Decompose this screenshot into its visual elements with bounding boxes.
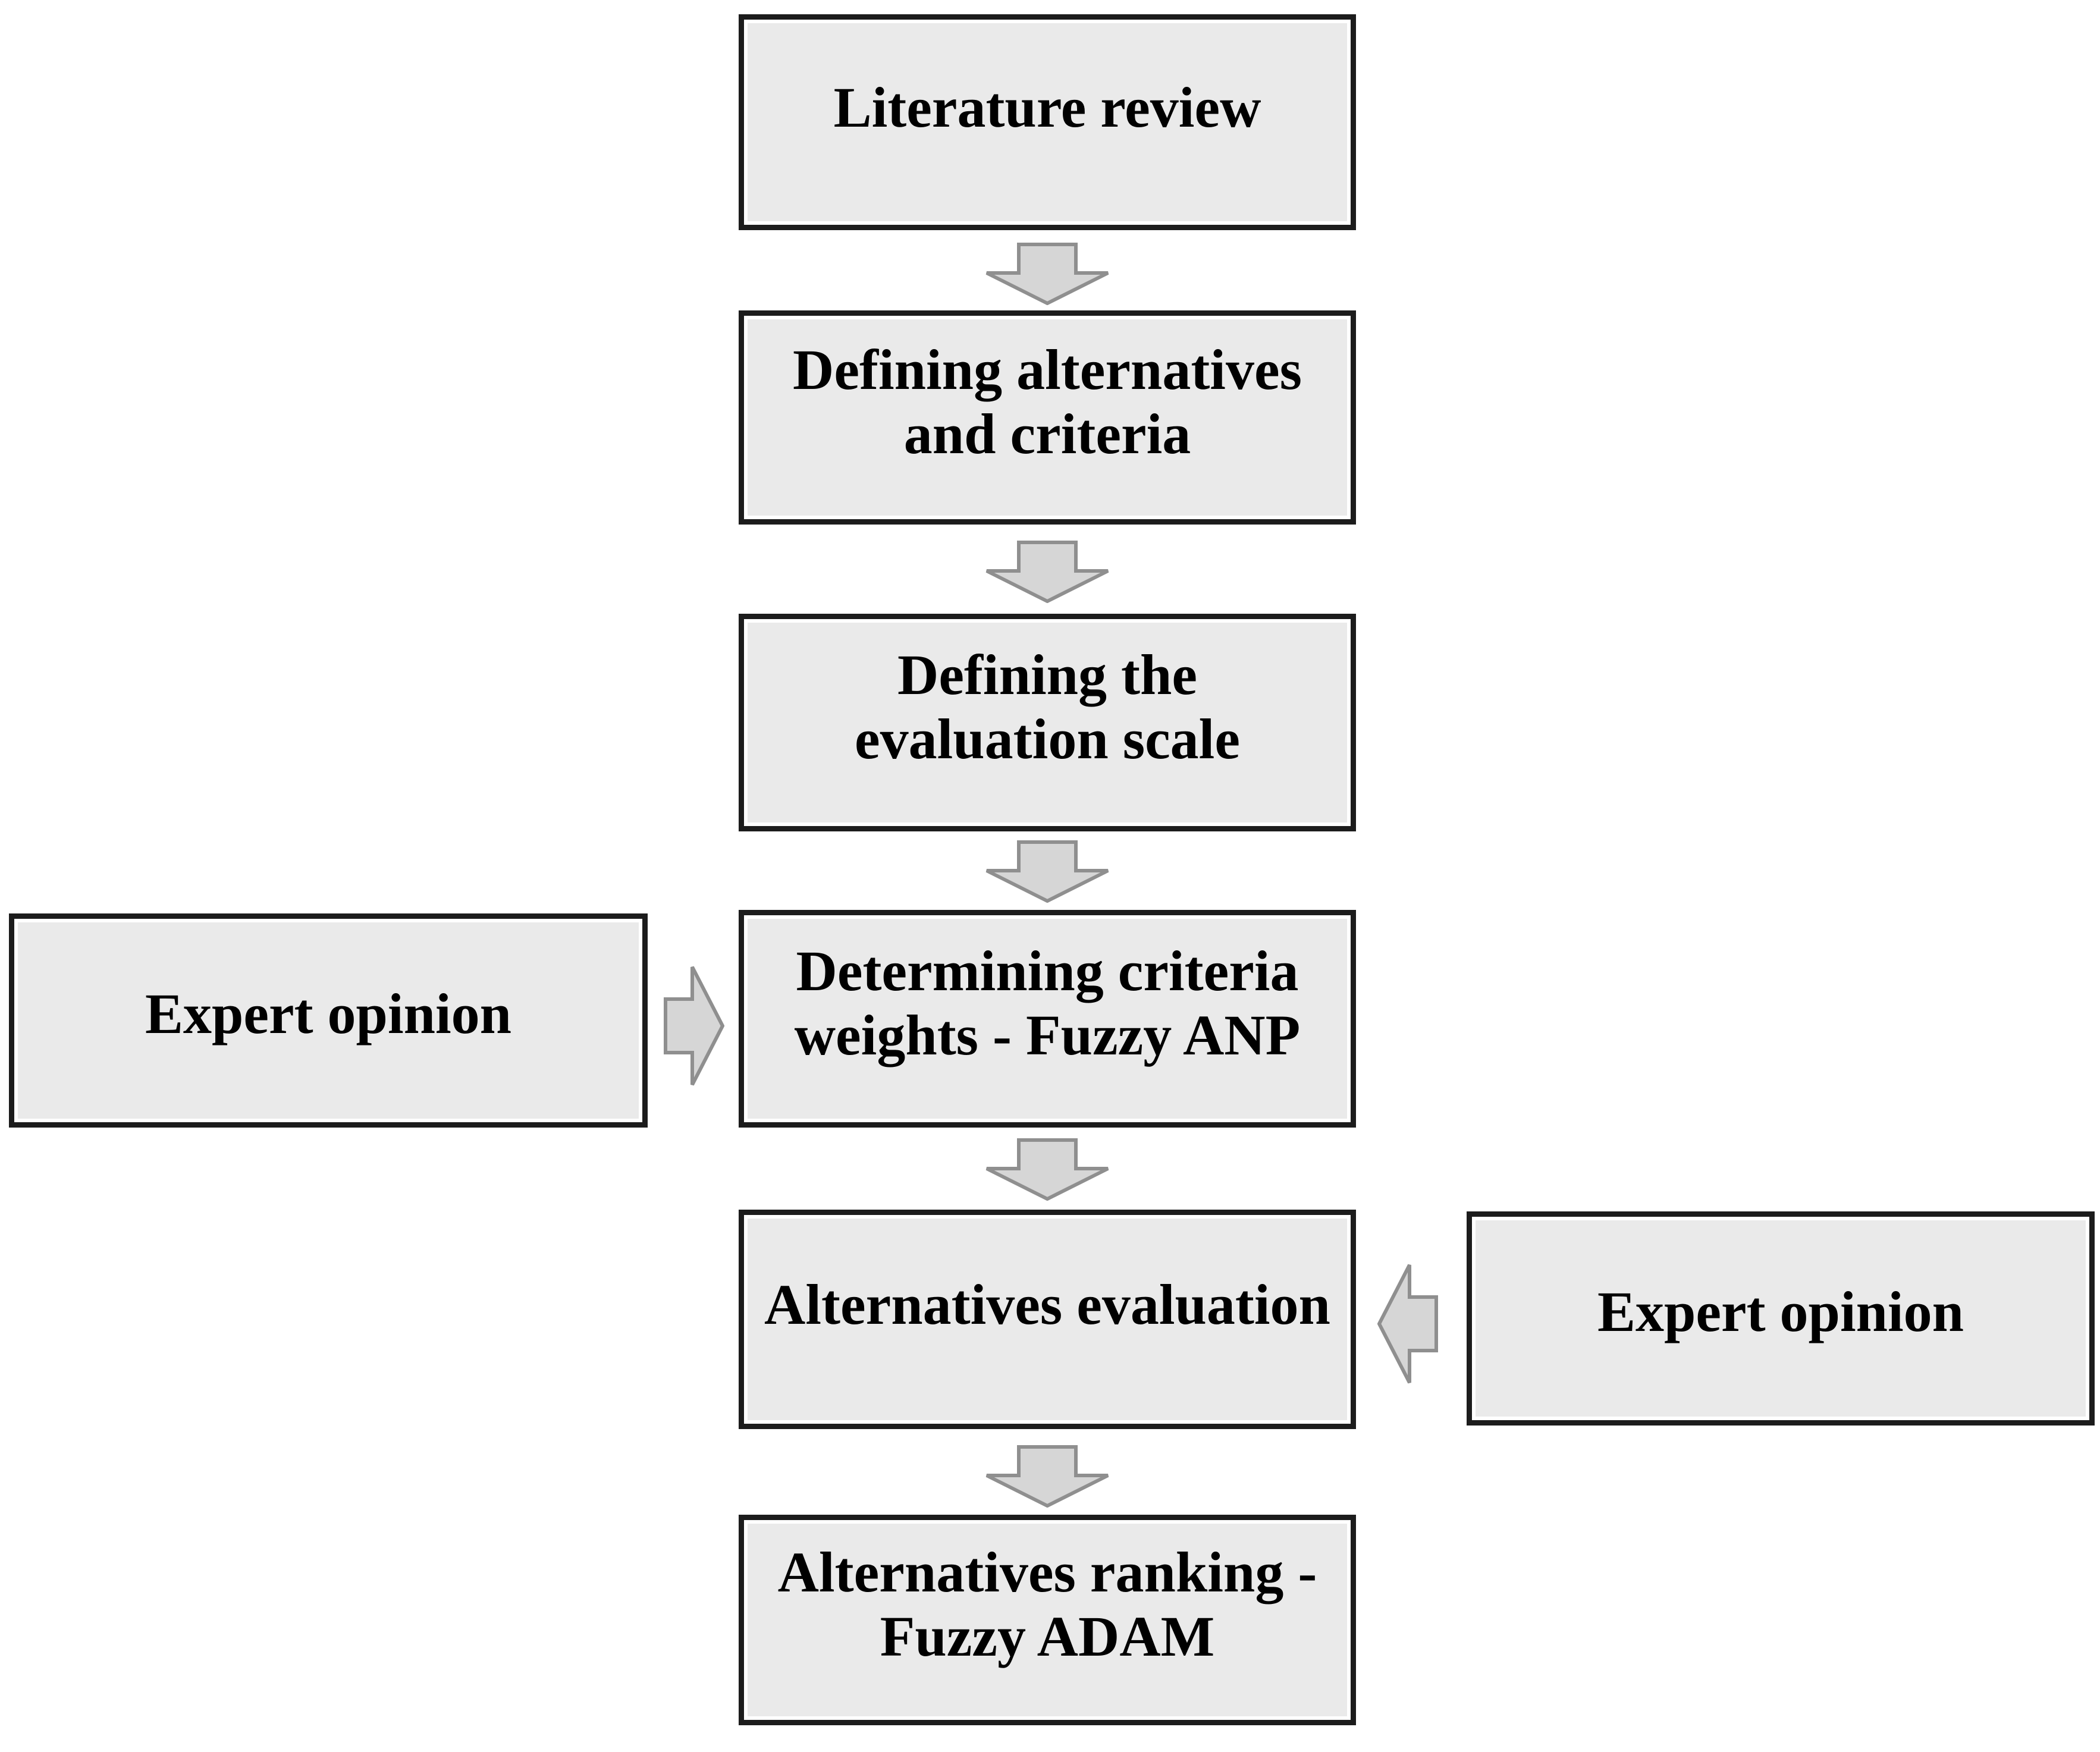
node-label-line: Defining the — [897, 642, 1197, 707]
node-label-line: Determining criteria — [796, 938, 1299, 1003]
right-arrow — [664, 966, 724, 1086]
down-arrow-3 — [985, 840, 1109, 903]
node-defining-alternatives-and-criteria: Defining alternatives and criteria — [739, 310, 1356, 525]
node-label-line: Alternatives ranking - — [777, 1540, 1317, 1604]
node-label-line: Alternatives evaluation — [764, 1271, 1330, 1336]
node-label-line: and criteria — [903, 401, 1191, 466]
left-arrow — [1377, 1264, 1438, 1384]
node-alternatives-ranking: Alternatives ranking - Fuzzy ADAM — [739, 1515, 1356, 1725]
node-expert-opinion-left: Expert opinion — [9, 913, 648, 1128]
node-label-line: Expert opinion — [1597, 1279, 1964, 1343]
node-alternatives-evaluation: Alternatives evaluation — [739, 1210, 1356, 1429]
node-label-line: Expert opinion — [145, 981, 512, 1045]
node-determining-criteria-weights: Determining criteria weights - Fuzzy ANP — [739, 910, 1356, 1128]
node-label-line: weights - Fuzzy ANP — [794, 1003, 1301, 1067]
down-arrow-1 — [985, 243, 1109, 305]
down-arrow-4 — [985, 1138, 1109, 1201]
node-expert-opinion-right: Expert opinion — [1467, 1211, 2095, 1426]
node-literature-review: Literature review — [739, 14, 1356, 230]
node-label-line: Literature review — [833, 74, 1261, 139]
node-label-line: evaluation scale — [855, 707, 1240, 771]
node-label-line: Fuzzy ADAM — [880, 1604, 1215, 1668]
node-defining-evaluation-scale: Defining the evaluation scale — [739, 614, 1356, 831]
node-label-line: Defining alternatives — [793, 337, 1302, 401]
down-arrow-2 — [985, 541, 1109, 603]
down-arrow-5 — [985, 1445, 1109, 1508]
